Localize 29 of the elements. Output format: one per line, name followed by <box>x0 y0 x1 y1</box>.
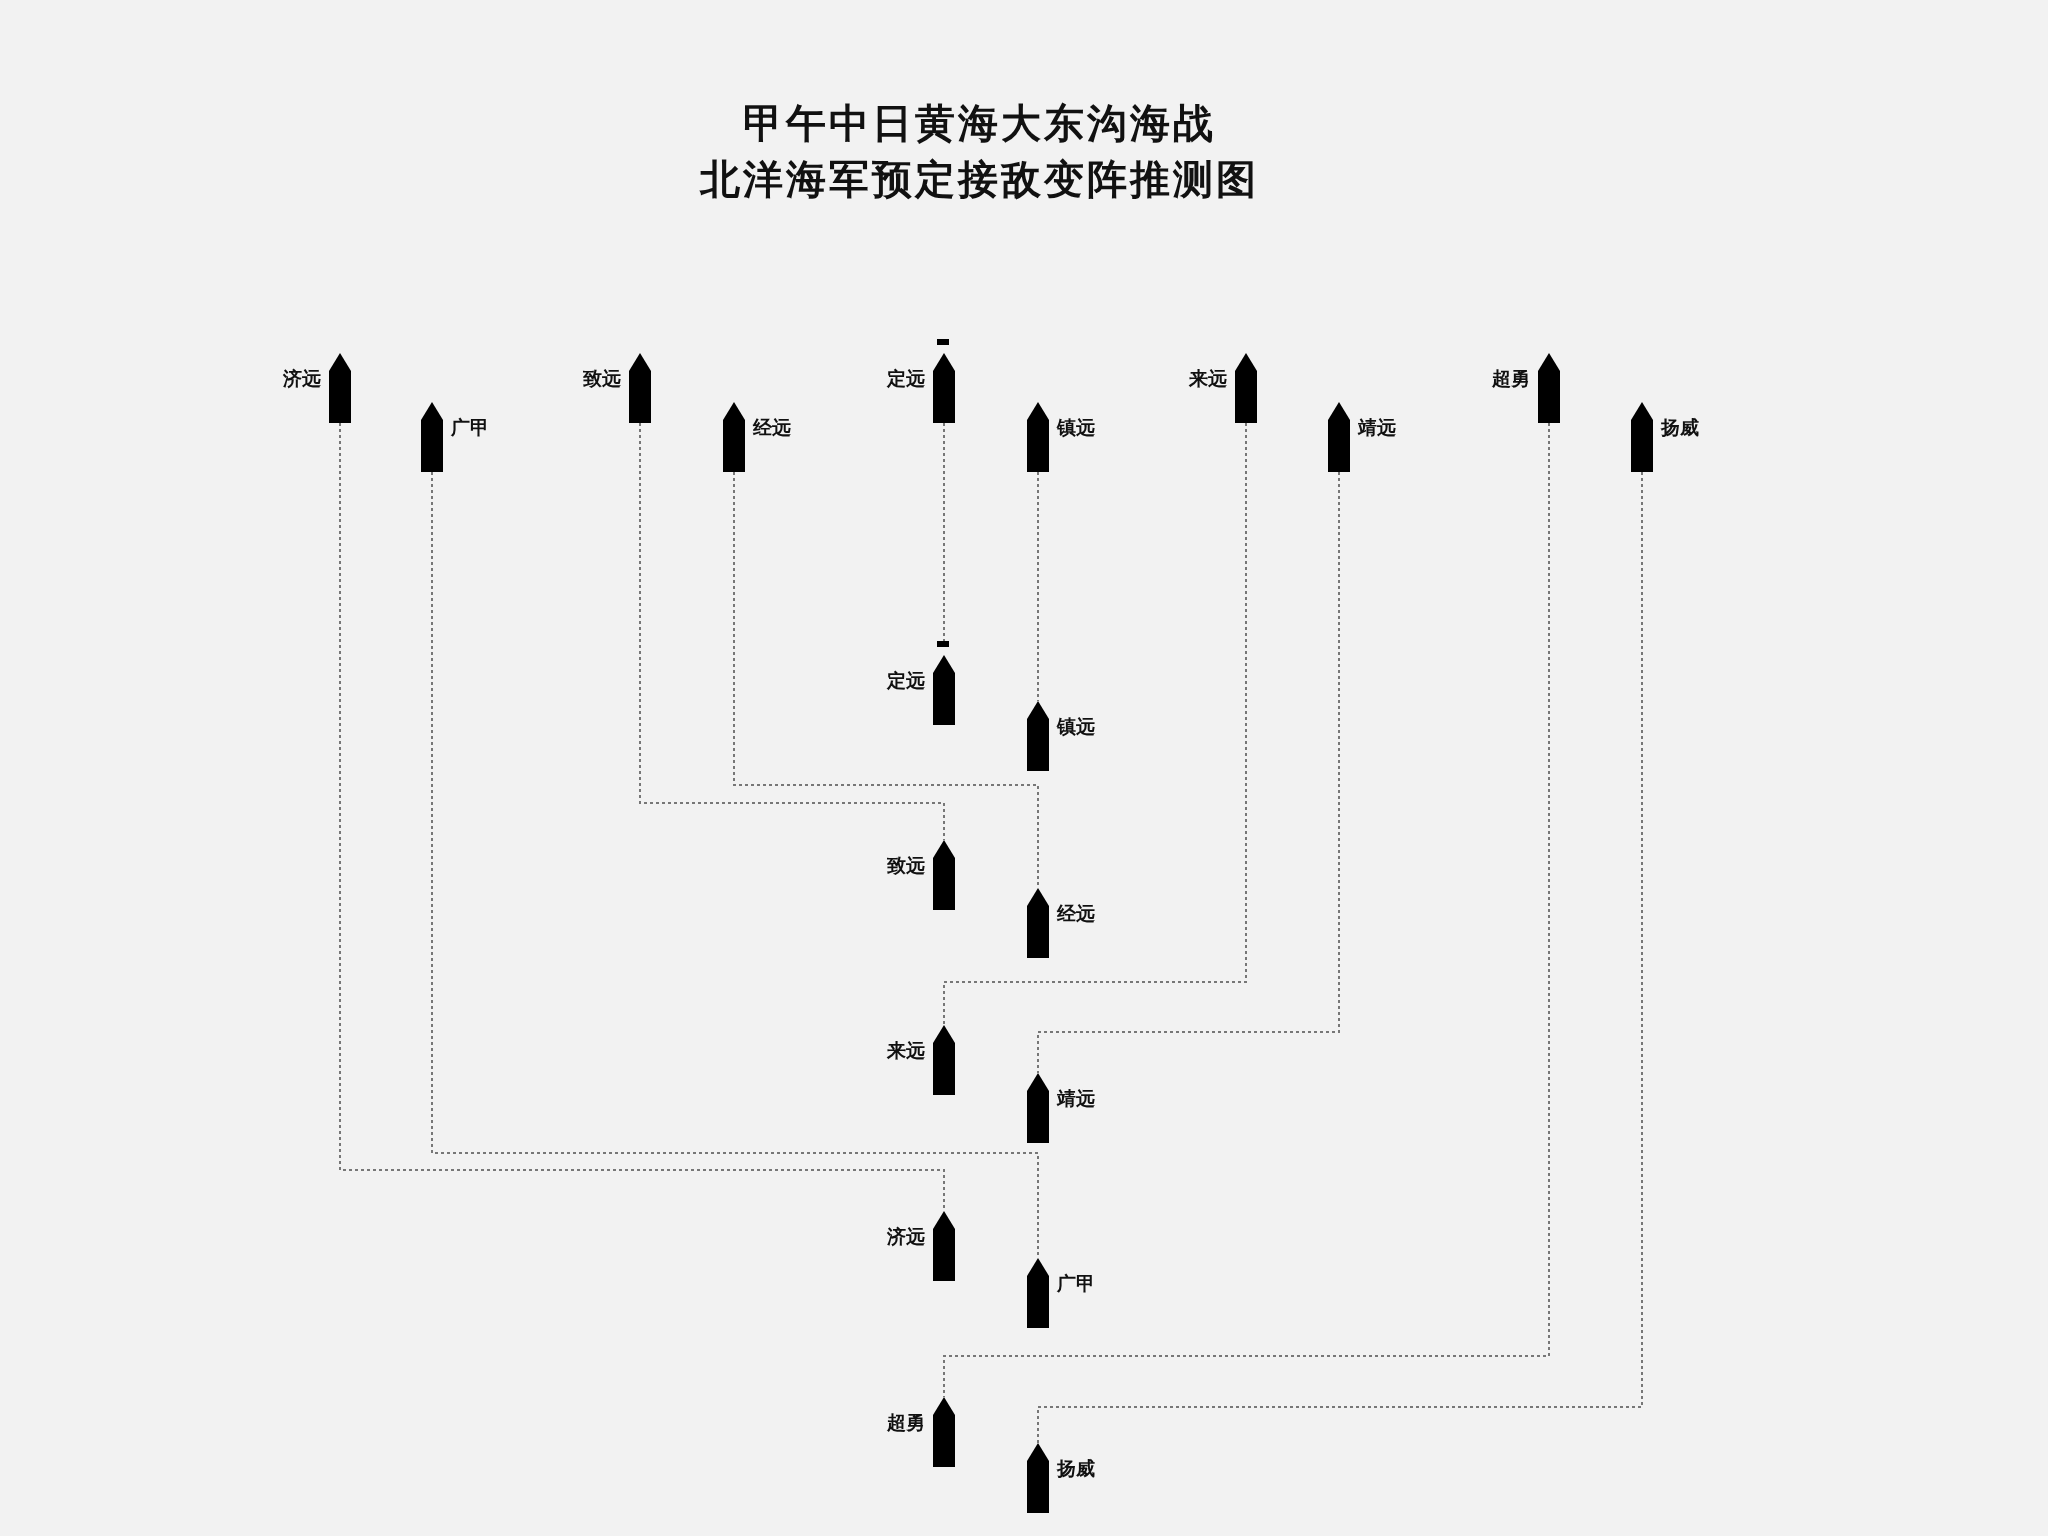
ship-label: 广甲 <box>451 416 489 438</box>
dotted-line <box>1037 471 1039 702</box>
dotted-line <box>943 422 945 642</box>
ship-label: 超勇 <box>887 1411 925 1433</box>
dotted-line <box>639 422 945 841</box>
ship-label: 靖远 <box>1358 416 1396 438</box>
ship-label: 镇远 <box>1057 715 1095 737</box>
ship-label: 经远 <box>753 416 791 438</box>
ship-label: 来远 <box>1189 367 1227 389</box>
dotted-line <box>1037 471 1643 1444</box>
ship-label: 广甲 <box>1057 1272 1095 1294</box>
ship-label: 靖远 <box>1057 1087 1095 1109</box>
subtitle: 北洋海军预定接敌变阵推测图 <box>698 155 1260 204</box>
ship-label: 来远 <box>887 1039 925 1061</box>
dotted-line <box>1037 471 1340 1074</box>
ship-label: 经远 <box>1057 902 1095 924</box>
dotted-line <box>943 422 1550 1398</box>
ship-label: 定远 <box>887 367 925 389</box>
ship-label: 济远 <box>283 367 321 389</box>
ship-label: 超勇 <box>1492 367 1530 389</box>
ship-label: 扬威 <box>1057 1457 1095 1479</box>
ship-label: 致远 <box>887 854 925 876</box>
ship-label: 定远 <box>887 669 925 691</box>
ship-label: 扬威 <box>1661 416 1699 438</box>
title: 甲午中日黄海大东沟海战 <box>741 99 1217 148</box>
dotted-line <box>943 422 1247 1026</box>
ship-label: 济远 <box>887 1225 925 1247</box>
ship-label: 镇远 <box>1057 416 1095 438</box>
ship-label: 致远 <box>583 367 621 389</box>
